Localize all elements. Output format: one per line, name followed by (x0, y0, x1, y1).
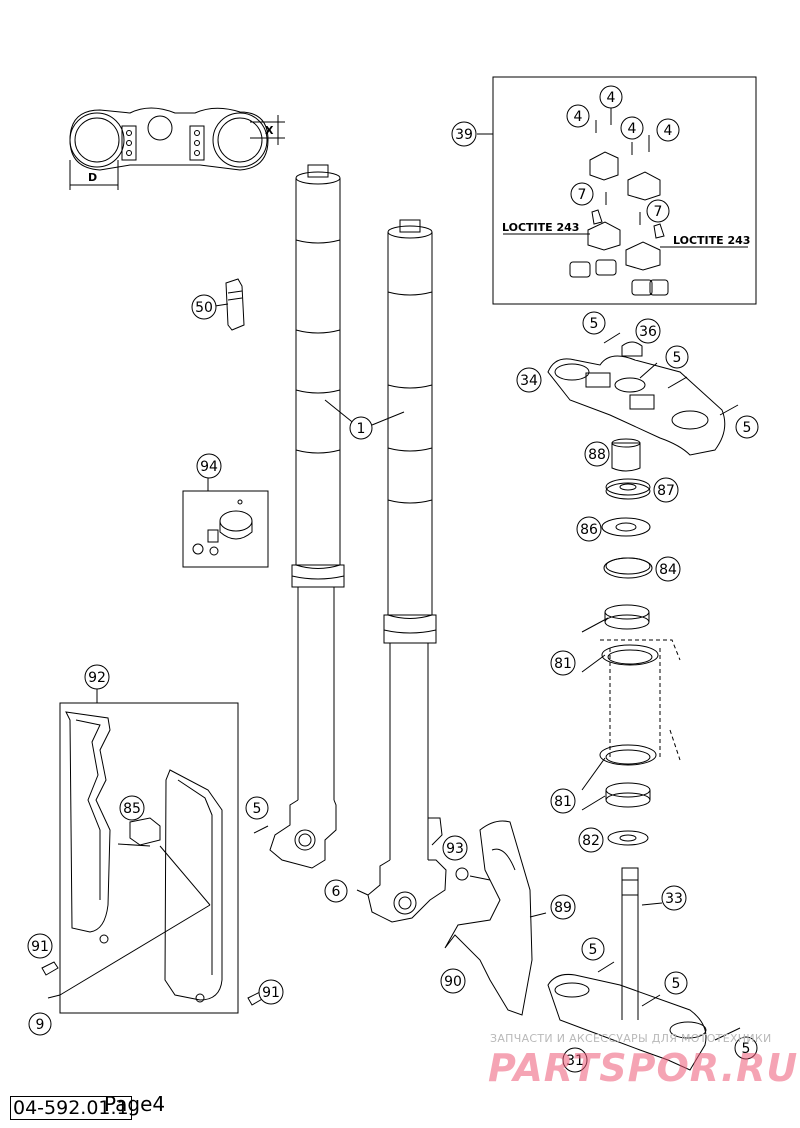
callout-91: 91 (258, 979, 284, 1005)
svg-text:4: 4 (607, 90, 616, 106)
triple-clamp-top-view (69, 107, 285, 190)
callout-5: 5 (734, 1036, 758, 1060)
callout-4: 4 (656, 118, 680, 142)
callout-4: 4 (620, 116, 644, 140)
callout-7: 7 (570, 182, 594, 206)
svg-text:36: 36 (639, 324, 657, 340)
svg-text:50: 50 (195, 300, 213, 316)
callout-94: 94 (196, 453, 222, 479)
callout-1: 1 (349, 416, 373, 440)
callout-93: 93 (442, 835, 468, 861)
grease-tube-part-50 (214, 278, 245, 331)
upper-triple-clamp-part-34 (547, 332, 739, 456)
svg-text:93: 93 (446, 841, 464, 857)
svg-text:9: 9 (36, 1017, 45, 1033)
svg-text:5: 5 (253, 801, 262, 817)
callout-5: 5 (735, 415, 759, 439)
svg-text:4: 4 (628, 121, 637, 137)
svg-text:87: 87 (657, 483, 675, 499)
callout-86: 86 (576, 516, 602, 542)
callout-9: 9 (28, 1012, 52, 1036)
callout-89: 89 (550, 894, 576, 920)
fork-leg-left (269, 164, 345, 869)
svg-text:4: 4 (574, 109, 583, 125)
svg-text:4: 4 (664, 123, 673, 139)
brake-guard-part-90 (444, 820, 533, 1016)
svg-text:7: 7 (578, 187, 587, 203)
callout-50: 50 (191, 294, 217, 320)
callout-82: 82 (578, 827, 604, 853)
watermark-tagline: ЗАПЧАСТИ И АКСЕССУАРЫ ДЛЯ МОТОТЕХНИКИ (490, 1032, 772, 1045)
svg-text:5: 5 (590, 316, 599, 332)
svg-text:89: 89 (554, 900, 572, 916)
svg-text:5: 5 (589, 942, 598, 958)
callout-92: 92 (84, 664, 110, 690)
steering-bearing-stack (581, 438, 681, 846)
svg-text:81: 81 (554, 794, 572, 810)
lower-triple-clamp-part-31 (547, 961, 741, 1071)
svg-text:39: 39 (455, 127, 473, 143)
page-label: Page4 (104, 1092, 166, 1116)
clamp-kit-part-94 (182, 478, 269, 568)
dim-label-x: X (265, 124, 274, 137)
callout-5: 5 (245, 796, 269, 820)
loctite-label-left: LOCTITE 243 (502, 221, 579, 234)
callout-81: 81 (550, 650, 576, 676)
svg-text:82: 82 (582, 833, 600, 849)
callout-81: 81 (550, 788, 576, 814)
callout-88: 88 (584, 441, 610, 467)
svg-text:31: 31 (566, 1053, 584, 1069)
callout-36: 36 (635, 318, 661, 344)
svg-text:34: 34 (520, 373, 538, 389)
watermark-logo: PARTSPOR.RU (488, 1046, 799, 1090)
svg-text:5: 5 (743, 420, 752, 436)
svg-text:1: 1 (357, 421, 366, 437)
svg-text:91: 91 (262, 985, 280, 1001)
callout-31: 31 (562, 1047, 588, 1073)
dim-label-d: D (88, 171, 97, 184)
svg-text:33: 33 (665, 891, 683, 907)
svg-text:92: 92 (88, 670, 106, 686)
callout-7: 7 (646, 199, 670, 223)
callout-4: 4 (566, 104, 590, 128)
svg-text:7: 7 (654, 204, 663, 220)
svg-text:94: 94 (200, 459, 218, 475)
svg-text:88: 88 (588, 447, 606, 463)
svg-text:6: 6 (332, 884, 341, 900)
svg-text:5: 5 (672, 976, 681, 992)
callout-39: 39 (451, 121, 477, 147)
callout-34: 34 (516, 367, 542, 393)
svg-text:84: 84 (659, 562, 677, 578)
callout-91: 91 (27, 933, 53, 959)
handlebar-clamp-kit-part-39 (477, 76, 757, 305)
callout-5: 5 (664, 971, 688, 995)
callout-90: 90 (440, 968, 466, 994)
callout-87: 87 (653, 477, 679, 503)
loctite-label-right: LOCTITE 243 (673, 234, 750, 247)
callout-85: 85 (119, 795, 145, 821)
svg-text:85: 85 (123, 801, 141, 817)
svg-text:5: 5 (673, 350, 682, 366)
callout-5: 5 (582, 311, 606, 335)
fork-guards-part-92 (41, 688, 265, 1014)
svg-text:5: 5 (742, 1041, 751, 1057)
svg-text:90: 90 (444, 974, 462, 990)
svg-text:86: 86 (580, 522, 598, 538)
steering-stem-part-33 (621, 867, 663, 1020)
callout-4: 4 (599, 85, 623, 109)
svg-text:91: 91 (31, 939, 49, 955)
callout-33: 33 (661, 885, 687, 911)
callout-84: 84 (655, 556, 681, 582)
callout-5: 5 (665, 345, 689, 369)
callouts: 1 4 4 4 4 39 7 7 50 5 36 5 34 5 88 87 94… (27, 85, 759, 1073)
callout-6: 6 (324, 879, 348, 903)
document-code: 04-592.01.1 (10, 1096, 132, 1120)
callout-5: 5 (581, 937, 605, 961)
svg-text:81: 81 (554, 656, 572, 672)
fork-leg-right (367, 219, 447, 923)
